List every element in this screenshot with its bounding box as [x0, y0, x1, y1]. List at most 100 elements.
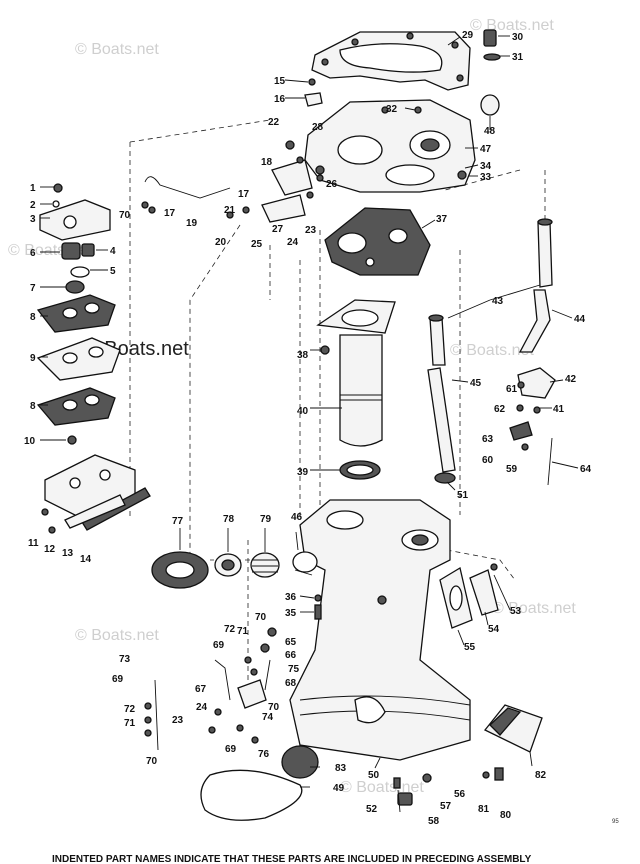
callout: 12	[44, 544, 56, 555]
callout: 8	[30, 312, 36, 323]
callout: 83	[335, 763, 347, 774]
callout: 29	[462, 30, 474, 41]
callout: 37	[436, 214, 448, 225]
lower-right-parts	[200, 563, 543, 821]
callout: 4	[110, 246, 116, 257]
callout: 75	[288, 664, 300, 675]
callout: 15	[274, 76, 286, 87]
callout: 16	[274, 94, 286, 105]
footer-note: INDENTED PART NAMES INDICATE THAT THESE …	[52, 854, 532, 864]
callout: 70	[268, 702, 280, 713]
callout: 48	[484, 126, 496, 137]
callout: 31	[512, 52, 524, 63]
callout: 30	[512, 32, 524, 43]
callout: 61	[506, 384, 518, 395]
callout: 57	[440, 801, 452, 812]
callout: 76	[258, 749, 270, 760]
callout: 44	[574, 314, 586, 325]
callout: 20	[215, 237, 227, 248]
callout: 59	[506, 464, 518, 475]
callout: 38	[297, 350, 309, 361]
callout: 24	[196, 702, 208, 713]
callout: 6	[30, 248, 36, 259]
adaptor-plate-assembly	[304, 31, 476, 193]
callout: 2	[30, 200, 36, 211]
callout: 70	[146, 756, 158, 767]
callout: 43	[492, 296, 504, 307]
callout: 1	[30, 183, 36, 194]
callout: 10	[24, 436, 36, 447]
shift-linkage	[144, 594, 322, 751]
callout: 42	[565, 374, 577, 385]
callout: 22	[268, 117, 280, 128]
callout: 63	[482, 434, 494, 445]
callout: 40	[297, 406, 309, 417]
callout: 9	[30, 353, 36, 364]
watermark: © Boats.net	[75, 627, 159, 644]
gasket-37	[324, 207, 431, 276]
callout: 13	[62, 548, 74, 559]
callout: 17	[238, 189, 250, 200]
callout: 32	[386, 104, 398, 115]
callout: 68	[285, 678, 297, 689]
callout: 50	[368, 770, 380, 781]
callout: 72	[224, 624, 236, 635]
figure-code: 95	[612, 819, 619, 825]
callout: 69	[213, 640, 225, 651]
callout: 69	[225, 744, 237, 755]
watermark: © Boats.net	[492, 600, 576, 617]
callout: 36	[285, 592, 297, 603]
exhaust-tube	[316, 299, 396, 447]
linkage-parts	[141, 78, 422, 223]
callout: 49	[333, 783, 345, 794]
callout: 70	[119, 210, 131, 221]
callout: 24	[287, 237, 299, 248]
callout: 21	[224, 205, 236, 216]
callout: 71	[237, 626, 249, 637]
callout: 55	[464, 642, 476, 653]
callout: 17	[164, 208, 176, 219]
callout: 58	[428, 816, 440, 827]
callout: 28	[312, 122, 324, 133]
callout: 47	[480, 144, 492, 155]
callout: 52	[366, 804, 378, 815]
callout: 62	[494, 404, 506, 415]
callout: 8	[30, 401, 36, 412]
callout: 78	[223, 514, 235, 525]
callout-labels: 1 2 3 4 5 6 7 8 9 8 10 11 12 13 14 15 16…	[24, 30, 592, 827]
callout: 54	[488, 624, 500, 635]
callout: 25	[251, 239, 263, 250]
callout: 56	[454, 789, 466, 800]
callout: 39	[297, 467, 309, 478]
callout: 23	[172, 715, 184, 726]
callout: 23	[305, 225, 317, 236]
callout: 73	[119, 654, 131, 665]
leader-lines	[40, 35, 579, 813]
callout: 65	[285, 637, 297, 648]
watermark: © Boats.net	[340, 779, 424, 796]
callout: 3	[30, 214, 36, 225]
callout: 18	[261, 157, 273, 168]
callout: 79	[260, 514, 272, 525]
right-side-parts	[427, 29, 556, 486]
seal-39	[339, 460, 381, 480]
callout: 11	[28, 538, 39, 549]
bearing-group	[151, 551, 318, 589]
callout: 27	[272, 224, 284, 235]
callout: 72	[124, 704, 136, 715]
driveshaft-housing	[289, 499, 471, 761]
callout: 34	[480, 161, 492, 172]
callout: 70	[255, 612, 267, 623]
callout: 5	[110, 266, 116, 277]
callout: 19	[186, 218, 198, 229]
callout: 71	[124, 718, 136, 729]
callout: 45	[470, 378, 482, 389]
callout: 60	[482, 455, 494, 466]
callout: 81	[478, 804, 490, 815]
watermark: © Boats.net	[75, 41, 159, 58]
callout: 80	[500, 810, 512, 821]
callout: 35	[285, 608, 297, 619]
callout: 51	[457, 490, 469, 501]
callout: 67	[195, 684, 207, 695]
